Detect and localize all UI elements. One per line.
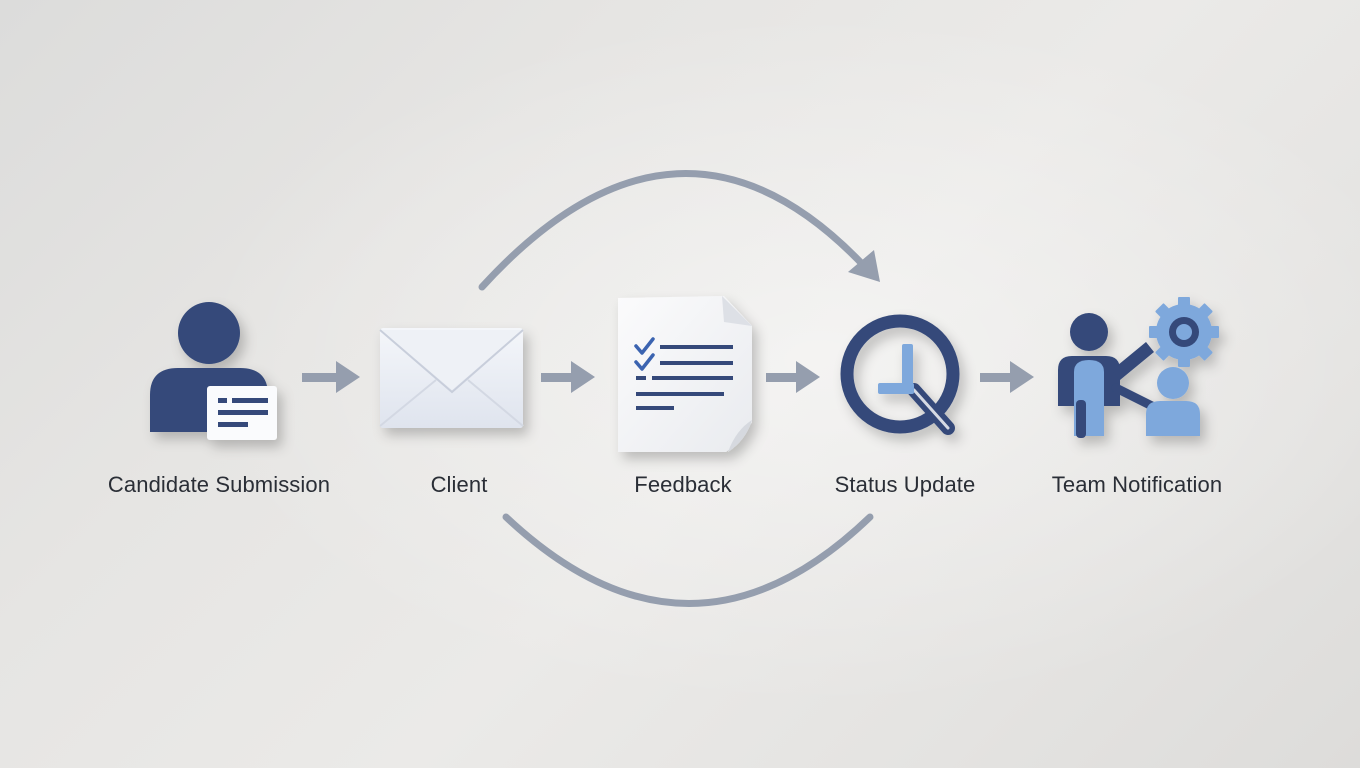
envelope-icon bbox=[379, 328, 524, 428]
step-label-candidate-submission: Candidate Submission bbox=[107, 472, 331, 497]
checklist-document-icon bbox=[618, 296, 752, 452]
loop-arrow-top bbox=[478, 170, 880, 291]
connector-arrow-3 bbox=[766, 361, 820, 393]
connector-arrow-2 bbox=[541, 361, 595, 393]
gear-icon bbox=[1149, 297, 1219, 367]
step-label-team-notification: Team Notification bbox=[1051, 472, 1223, 497]
clock-icon bbox=[840, 314, 960, 435]
step-label-status-update: Status Update bbox=[834, 472, 976, 497]
team-gear-icon bbox=[1058, 297, 1219, 438]
step-label-client: Client bbox=[430, 472, 488, 497]
connector-arrow-1 bbox=[302, 361, 360, 393]
step-label-feedback: Feedback bbox=[634, 472, 732, 497]
connector-arrow-4 bbox=[980, 361, 1034, 393]
candidate-resume-icon bbox=[150, 302, 277, 440]
loop-arrow-bottom bbox=[502, 513, 874, 607]
